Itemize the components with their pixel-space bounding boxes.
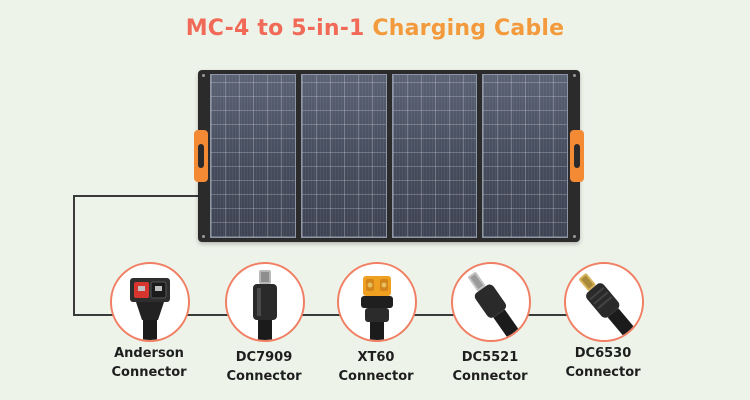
anderson-plug-icon (130, 278, 170, 340)
panel-rivet (202, 235, 205, 238)
panel-rivet (573, 235, 576, 238)
page-title: MC-4 to 5-in-1 Charging Cable (0, 16, 750, 41)
connector-name: Anderson (114, 346, 184, 361)
dc6530-plug-icon (579, 273, 638, 340)
connector-label-dc7909: DC7909 Connector (204, 348, 324, 386)
connector-name: DC6530 (574, 346, 632, 361)
panel-handle-left (194, 130, 208, 182)
connector-label-xt60: XT60 Connector (316, 348, 436, 386)
connector-label-dc6530: DC6530 Connector (543, 344, 663, 382)
connector-name: DC5521 (461, 350, 519, 365)
connector-image-dc5521 (451, 262, 531, 342)
connector-image-dc6530 (564, 262, 644, 342)
xt60-plug-icon (361, 276, 393, 340)
connector-name: DC7909 (235, 350, 293, 365)
solar-cell-block (210, 74, 296, 238)
connector-suffix: Connector (111, 365, 187, 380)
connector-image-anderson (110, 262, 190, 342)
solar-cells (210, 74, 568, 238)
solar-cell-block (300, 74, 387, 238)
panel-handle-right (570, 130, 584, 182)
dc7909-plug-icon (253, 270, 277, 340)
connector-image-xt60 (337, 262, 417, 342)
cable-wire-panel-horizontal (73, 195, 199, 197)
solar-cell-block (391, 74, 478, 238)
panel-rivet (573, 74, 576, 77)
title-part-charging-cable: Charging Cable (372, 16, 565, 41)
title-part-mc4: MC-4 to 5-in-1 (185, 16, 373, 41)
connector-name: XT60 (357, 350, 395, 365)
connector-label-dc5521: DC5521 Connector (430, 348, 550, 386)
connector-suffix: Connector (226, 369, 302, 384)
cable-wire-vertical (73, 195, 75, 316)
solar-cell-block (482, 74, 568, 238)
connector-suffix: Connector (452, 369, 528, 384)
dc5521-plug-icon (468, 272, 522, 340)
connector-suffix: Connector (338, 369, 414, 384)
panel-rivet (202, 74, 205, 77)
connector-suffix: Connector (565, 365, 641, 380)
connector-image-dc7909 (225, 262, 305, 342)
solar-panel (194, 70, 584, 242)
connector-label-anderson: Anderson Connector (89, 344, 209, 382)
